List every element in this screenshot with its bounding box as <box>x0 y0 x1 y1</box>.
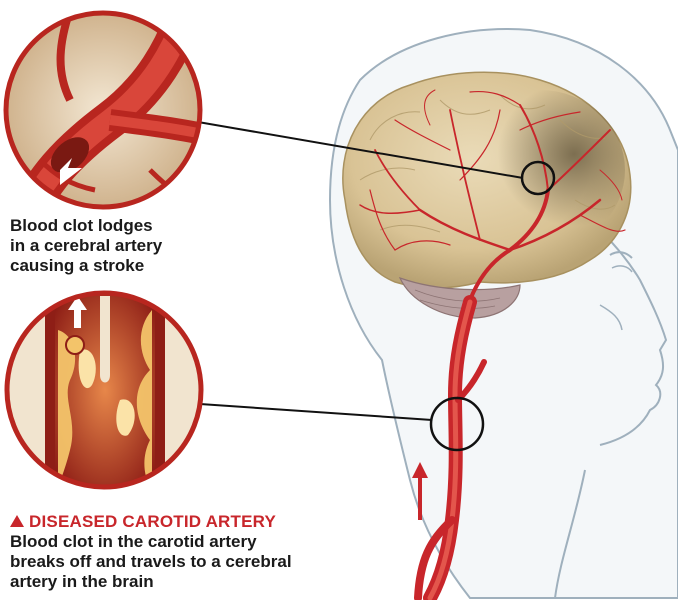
carotid-heading-text: DISEASED CAROTID ARTERY <box>29 512 276 531</box>
caption-line: Blood clot lodges <box>10 216 220 236</box>
caption-line: in a cerebral artery <box>10 236 220 256</box>
caption-line: artery in the brain <box>10 572 340 592</box>
caption-line: breaks off and travels to a cerebral <box>10 552 340 572</box>
cerebral-clot-caption: Blood clot lodges in a cerebral artery c… <box>10 216 220 276</box>
carotid-caption: DISEASED CAROTID ARTERY Blood clot in th… <box>10 512 340 592</box>
triangle-icon <box>10 515 24 527</box>
cerebral-artery-zoom <box>6 0 230 230</box>
caption-line: causing a stroke <box>10 256 220 276</box>
carotid-heading: DISEASED CAROTID ARTERY <box>10 512 340 532</box>
carotid-zoom <box>7 290 201 490</box>
caption-line: Blood clot in the carotid artery <box>10 532 340 552</box>
